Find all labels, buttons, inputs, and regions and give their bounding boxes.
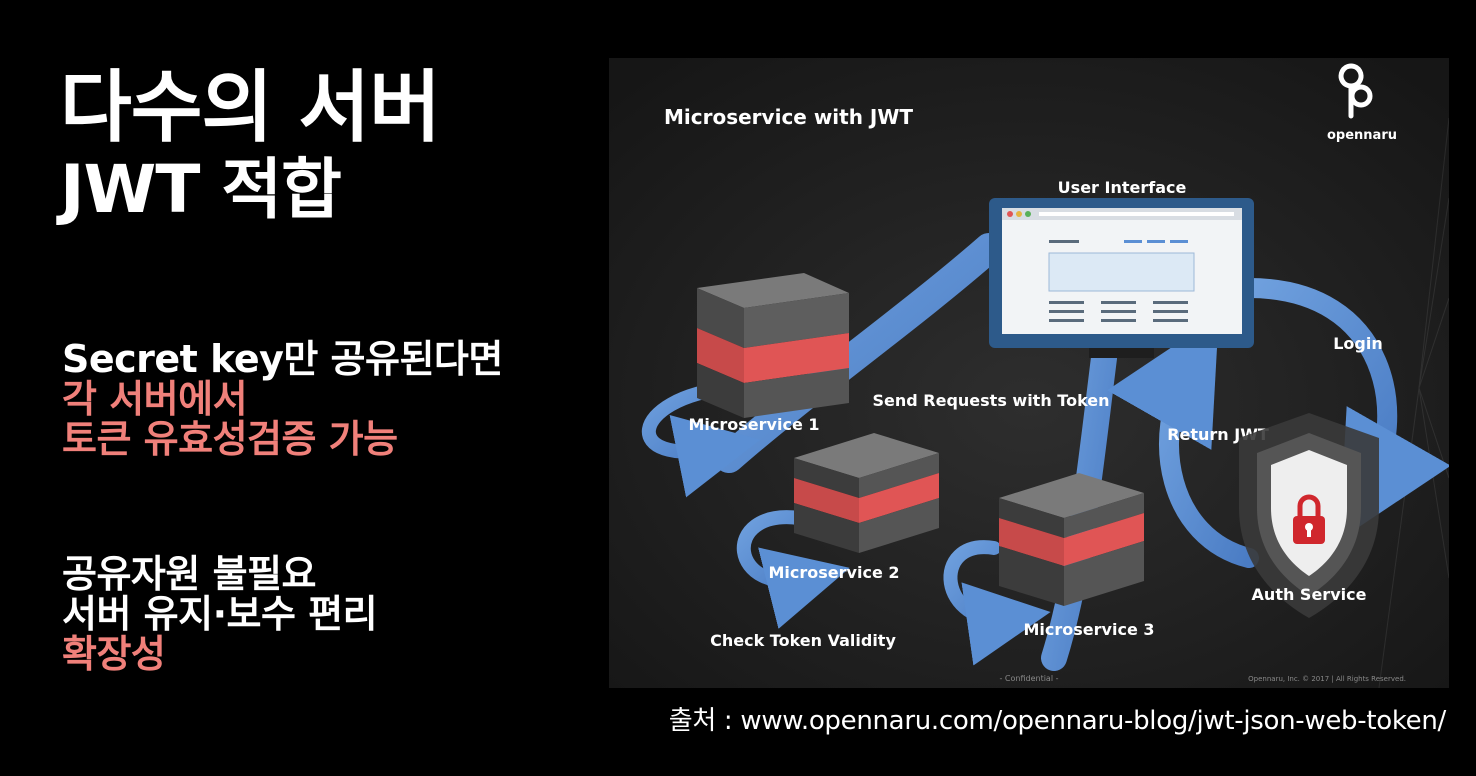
ms3-loop-arrow [943,540,1051,666]
benefit-block-maintenance: 공유자원 불필요 서버 유지·보수 편리 확장성 [62,552,378,676]
ms2-loop-arrow [737,510,850,629]
shield-icon [1239,413,1379,618]
diagram-title: Microservice with JWT [664,105,913,129]
benefit-line: Secret key만 공유된다면 [62,337,503,381]
user-interface-label: User Interface [1058,178,1187,197]
slide-title: 다수의 서버 JWT 적합 [60,63,441,229]
opennaru-logo-icon [1338,63,1373,119]
confidential-footer: - Confidential - [999,674,1058,683]
send-requests-label: Send Requests with Token [872,391,1109,410]
benefit-line-highlight: 각 서버에서 [62,376,248,421]
microservice3-server-icon [999,473,1144,606]
login-arrow [1239,278,1449,541]
benefit-line-highlight: 확장성 [62,631,166,676]
slide-title-line1: 다수의 서버 [60,63,441,153]
ms1-loop-arrow [641,381,761,498]
jwt-diagram: Microservice with JWT opennaru User Inte… [609,58,1449,688]
browser-window-icon [989,198,1254,358]
copyright-footer: Opennaru, Inc. © 2017 | All Rights Reser… [1248,675,1406,683]
check-token-label: Check Token Validity [710,631,896,650]
benefit-block-secret-key: Secret key만 공유된다면 각 서버에서 토큰 유효성검증 가능 [62,337,503,461]
benefit-line: 서버 유지·보수 편리 [62,591,378,636]
send-requests-arrow [714,233,1004,473]
benefit-line: 공유자원 불필요 [62,552,316,596]
slide-title-line2: JWT 적합 [60,151,342,229]
brand-name: opennaru [1327,128,1397,143]
microservice3-label: Microservice 3 [1024,620,1155,639]
auth-service-label: Auth Service [1252,585,1367,604]
login-label: Login [1333,334,1383,353]
microservice2-label: Microservice 2 [769,563,900,582]
microservice2-server-icon [794,433,939,553]
return-jwt-arrow [1107,315,1259,568]
source-citation: 출처 : www.opennaru.com/opennaru-blog/jwt-… [668,706,1447,736]
benefit-line-highlight: 토큰 유효성검증 가능 [62,416,398,461]
lock-icon [1293,494,1325,544]
microservice1-label: Microservice 1 [689,415,820,434]
microservice1-server-icon [697,273,849,418]
